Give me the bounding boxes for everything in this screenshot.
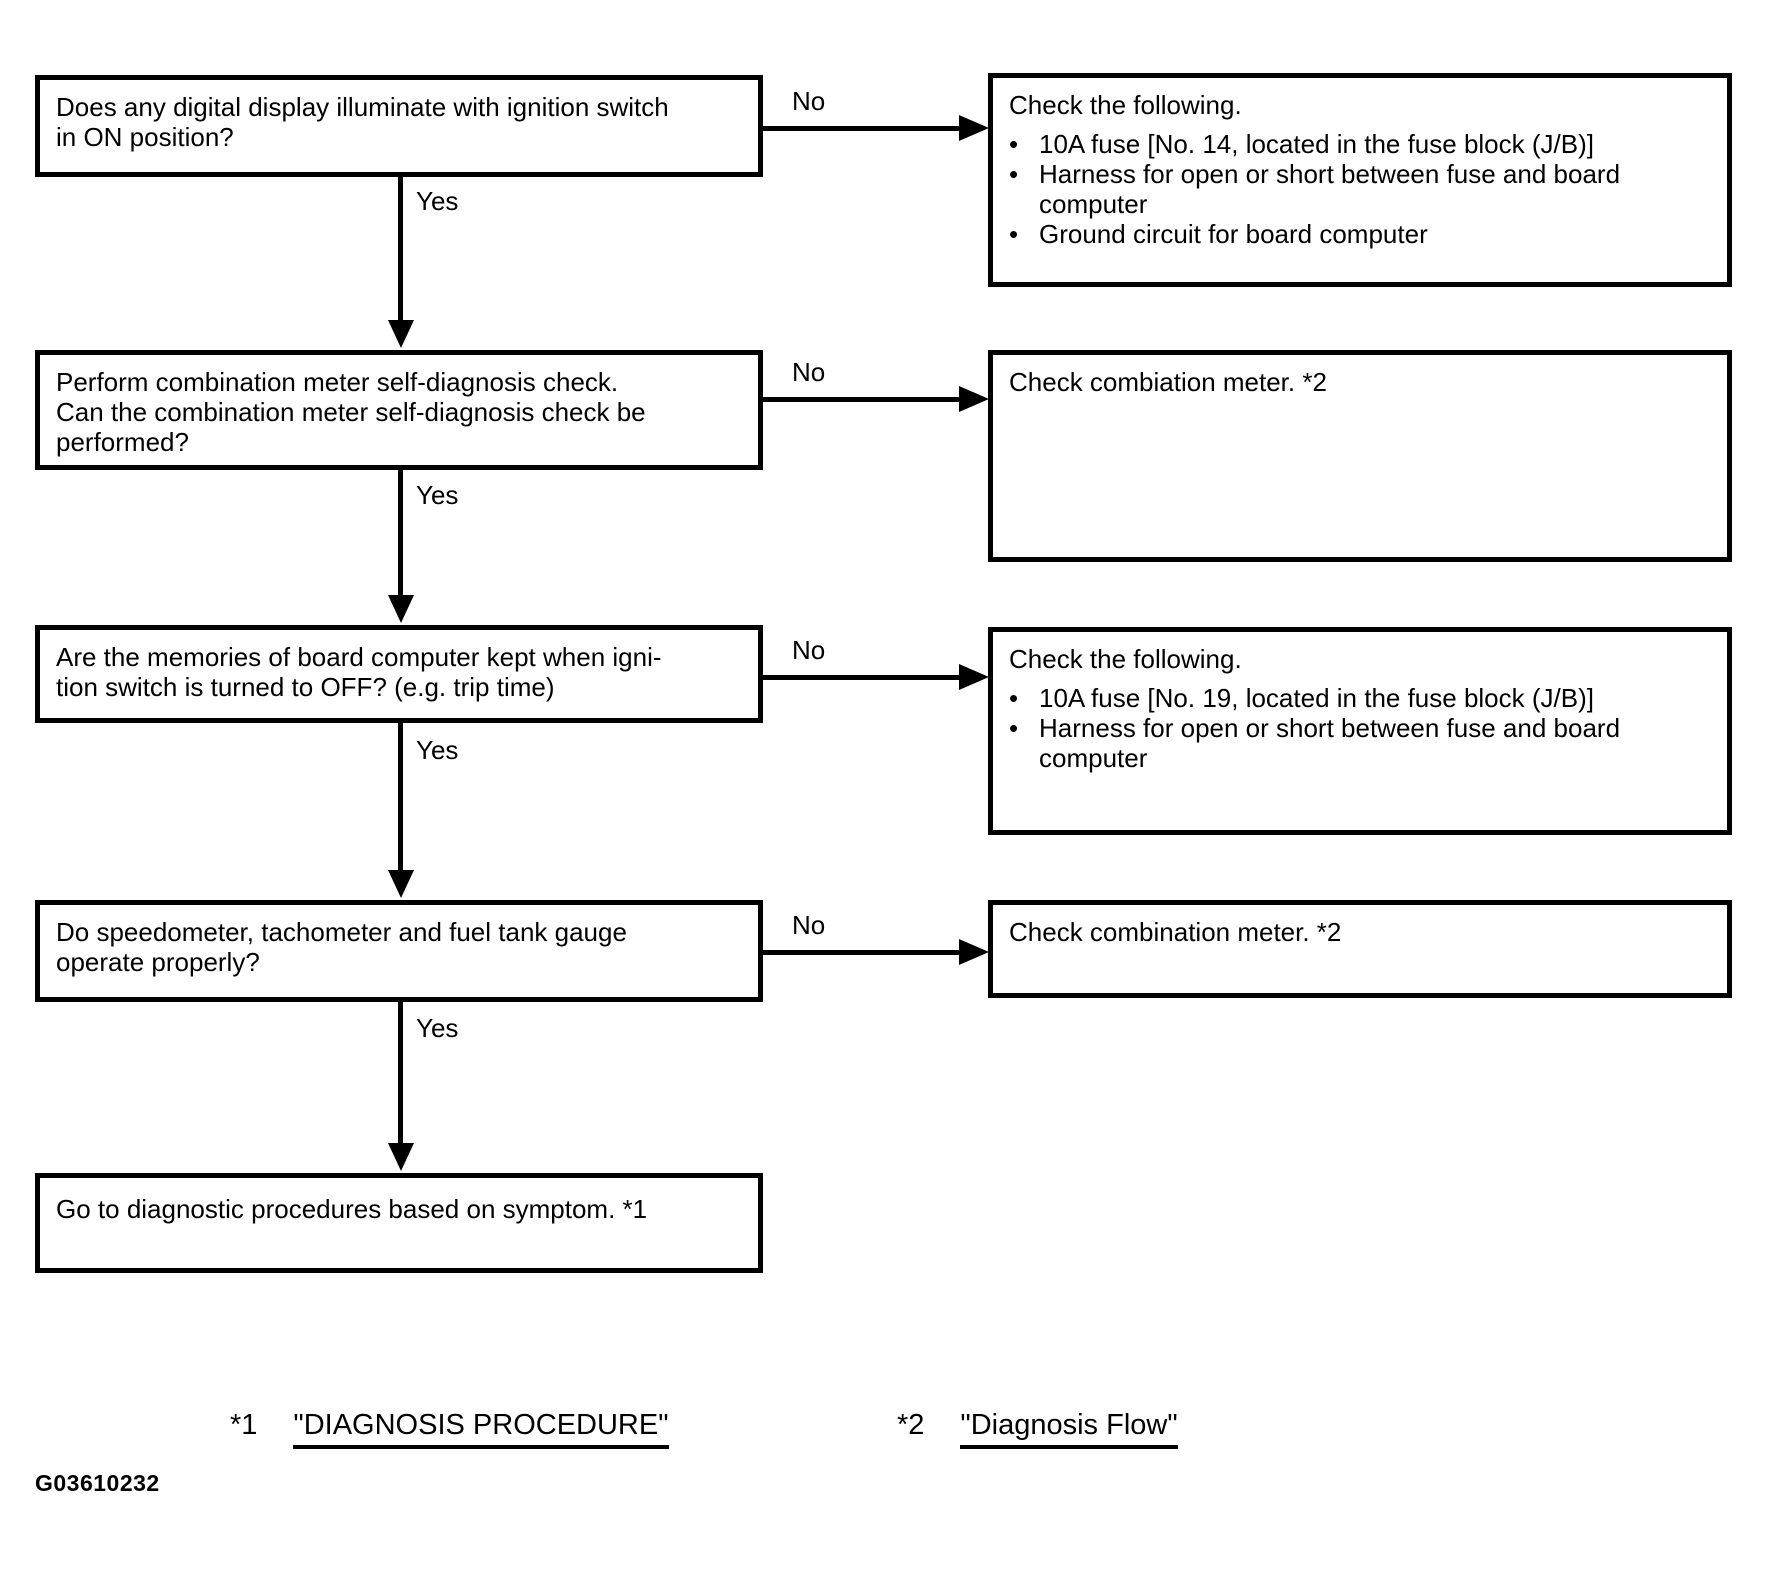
footnote-link-diagnosis-flow[interactable]: "Diagnosis Flow" — [960, 1409, 1178, 1449]
result-line: computer — [1039, 743, 1148, 773]
bullet-icon: • — [1009, 219, 1019, 249]
yes-arrow-4 — [398, 1002, 403, 1145]
yes-label-3: Yes — [416, 735, 459, 765]
footnote-link-diagnosis-procedure[interactable]: "DIAGNOSIS PROCEDURE" — [293, 1409, 669, 1449]
result-line: computer — [1039, 189, 1148, 219]
yes-label-2: Yes — [416, 480, 459, 510]
no-label-3: No — [792, 635, 826, 665]
yes-arrow-1 — [398, 177, 403, 322]
bullet-icon: • — [1009, 159, 1019, 189]
result-box-3: Check the following. • 10A fuse [No. 19,… — [988, 627, 1732, 835]
arrowhead-down-icon — [388, 320, 414, 348]
yes-arrow-3 — [398, 723, 403, 872]
no-label-4: No — [792, 910, 826, 940]
question-line: Does any digital display illuminate with… — [56, 92, 669, 122]
question-line: Perform combination meter self-diagnosis… — [56, 367, 619, 397]
result-box-2: Check combiation meter. *2 — [988, 350, 1732, 562]
no-label-1: No — [792, 86, 826, 116]
question-line: performed? — [56, 427, 189, 457]
figure-id: G03610232 — [35, 1470, 160, 1496]
question-line: Do speedometer, tachometer and fuel tank… — [56, 917, 627, 947]
arrowhead-right-icon — [959, 939, 989, 965]
arrowhead-right-icon — [959, 386, 989, 412]
question-line: Are the memories of board computer kept … — [56, 642, 662, 672]
no-label-2: No — [792, 357, 826, 387]
footnote-2: *2 "Diagnosis Flow" — [897, 1408, 1178, 1449]
result-line: • 10A fuse [No. 19, located in the fuse … — [1009, 683, 1594, 713]
question-line: in ON position? — [56, 122, 234, 152]
result-line: • 10A fuse [No. 14, located in the fuse … — [1009, 129, 1594, 159]
arrowhead-down-icon — [388, 1143, 414, 1171]
footnote-marker-1: *1 — [230, 1409, 258, 1441]
no-arrow-2 — [763, 397, 959, 402]
question-box-1: Does any digital display illuminate with… — [35, 75, 763, 177]
result-line: Check the following. — [1009, 90, 1242, 120]
question-line: Can the combination meter self-diagnosis… — [56, 397, 646, 427]
no-arrow-1 — [763, 126, 959, 131]
question-box-2: Perform combination meter self-diagnosis… — [35, 350, 763, 470]
arrowhead-down-icon — [388, 595, 414, 623]
bullet-icon: • — [1009, 713, 1019, 743]
question-box-4: Do speedometer, tachometer and fuel tank… — [35, 900, 763, 1002]
result-line: Check combiation meter. *2 — [1009, 367, 1327, 397]
footnote-marker-2: *2 — [897, 1409, 925, 1441]
arrowhead-right-icon — [959, 115, 989, 141]
result-box-4: Check combination meter. *2 — [988, 900, 1732, 998]
final-line: Go to diagnostic procedures based on sym… — [56, 1194, 648, 1224]
result-line: Check combination meter. *2 — [1009, 917, 1342, 947]
final-box: Go to diagnostic procedures based on sym… — [35, 1173, 763, 1273]
yes-label-1: Yes — [416, 186, 459, 216]
arrowhead-right-icon — [959, 664, 989, 690]
bullet-icon: • — [1009, 129, 1019, 159]
bullet-icon: • — [1009, 683, 1019, 713]
yes-label-4: Yes — [416, 1013, 459, 1043]
yes-arrow-2 — [398, 470, 403, 597]
no-arrow-4 — [763, 950, 959, 955]
question-line: operate properly? — [56, 947, 260, 977]
question-box-3: Are the memories of board computer kept … — [35, 625, 763, 723]
footnote-1: *1 "DIAGNOSIS PROCEDURE" — [230, 1408, 669, 1449]
no-arrow-3 — [763, 675, 959, 680]
result-box-1: Check the following. • 10A fuse [No. 14,… — [988, 73, 1732, 287]
result-line: • Harness for open or short between fuse… — [1009, 159, 1621, 189]
result-line: • Ground circuit for board computer — [1009, 219, 1428, 249]
result-line: • Harness for open or short between fuse… — [1009, 713, 1621, 743]
result-line: Check the following. — [1009, 644, 1242, 674]
question-line: tion switch is turned to OFF? (e.g. trip… — [56, 672, 555, 702]
arrowhead-down-icon — [388, 870, 414, 898]
